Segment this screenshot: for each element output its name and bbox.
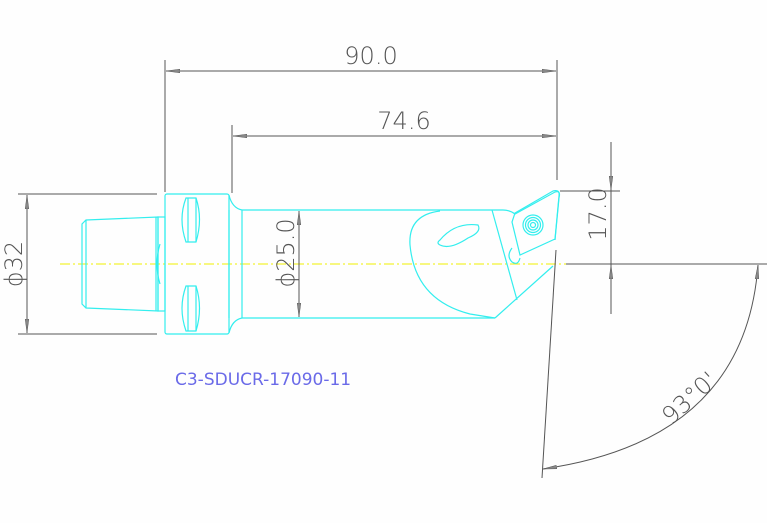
dimension-coupling-diameter: ϕ32: [0, 241, 28, 287]
dimension-approach-angle: 93°0': [656, 366, 723, 430]
coupling-shank: [81, 193, 230, 335]
dimension-overall-length: 90.0: [344, 42, 397, 70]
dimension-bar-diameter: ϕ25.0: [272, 218, 300, 287]
cutting-insert: [508, 189, 560, 264]
dimension-lines: [18, 60, 767, 479]
part-number-label: C3-SDUCR-17090-11: [175, 370, 351, 390]
dimension-head-length: 74.6: [377, 107, 430, 135]
dimension-offset: 17.0: [584, 187, 612, 240]
